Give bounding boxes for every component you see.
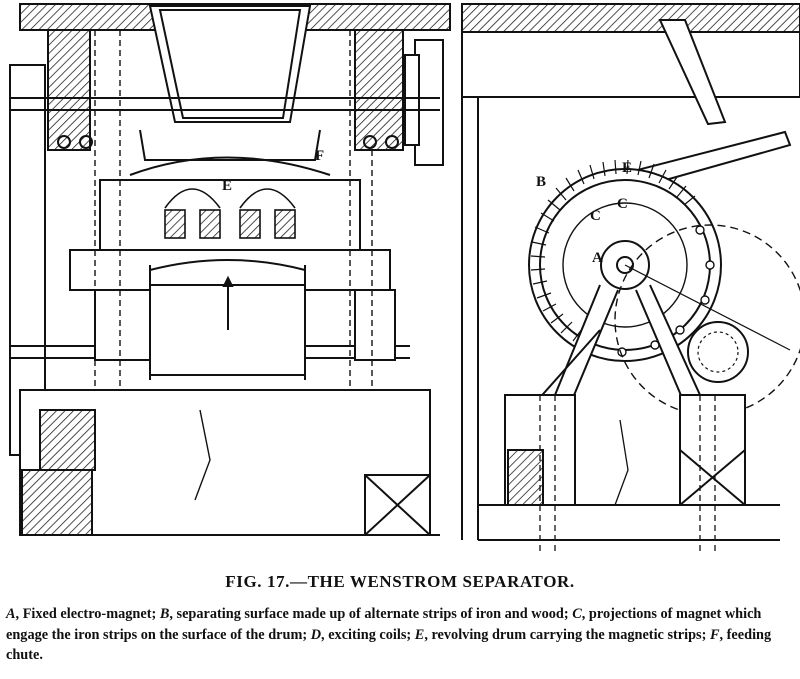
label-c-2: C [617,196,628,212]
legend-key-a: A [6,606,16,622]
legend-text-e: revolving drum carrying the magnetic str… [431,626,707,643]
label-b: B [536,174,546,190]
legend-key-c: C [572,606,582,622]
label-e-right: E [622,160,632,176]
legend-text-b: separating surface made up of alternate … [176,606,569,622]
legend-text-a: Fixed electro-magnet; [22,606,157,622]
label-e-left: E [222,178,232,194]
wenstrom-separator-drawing: F E B E C C A [9,3,800,555]
legend-key-f: F [709,626,720,643]
label-a: A [592,250,603,266]
legend-text-d: exciting coils; [328,626,412,643]
figure-caption-legend: A, Fixed electro-magnet; B, separating s… [6,606,772,664]
legend-text-f: feeding chute. [6,626,772,664]
figure-caption-title: FIG. 17.—THE WENSTROM SEPARATOR. [225,572,575,591]
front-elevation [9,3,451,536]
legend-text-c: projections of magnet which engage the i… [6,606,762,643]
label-c-1: C [590,208,601,224]
legend-key-b: B [159,606,170,622]
legend-key-d: D [310,626,322,643]
legend-key-e: E [414,626,425,643]
side-elevation [461,3,800,555]
label-f: F [315,148,324,164]
